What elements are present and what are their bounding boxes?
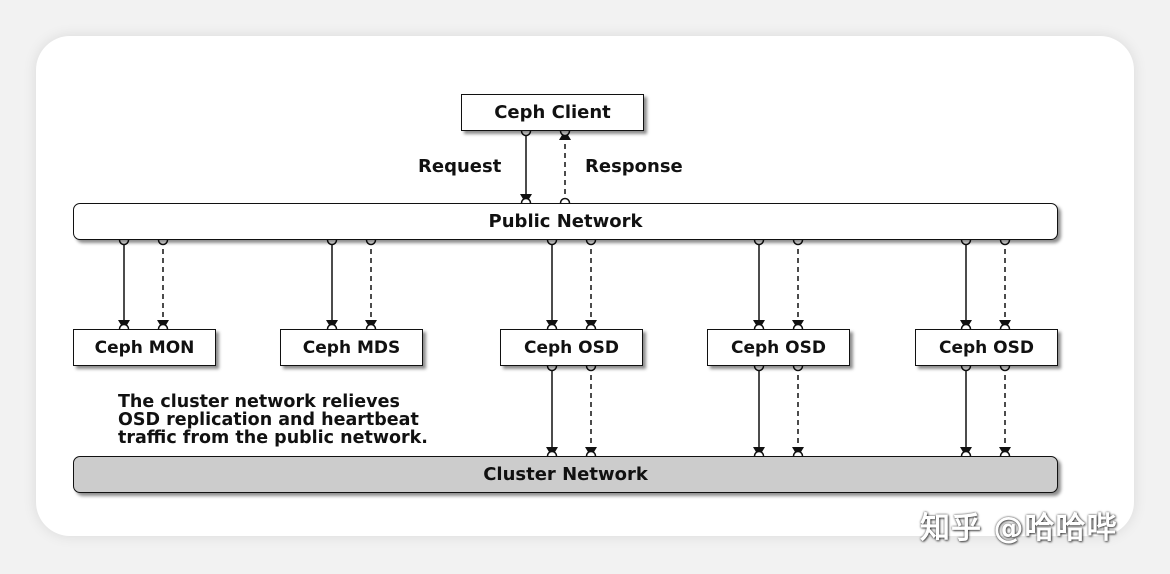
ceph-client-box: Ceph Client — [461, 94, 644, 131]
ceph-osd-label-1: Ceph OSD — [523, 337, 619, 358]
ceph-mon-label: Ceph MON — [94, 337, 195, 358]
ceph-mds-box: Ceph MDS — [280, 329, 423, 366]
public-network-bus: Public Network — [73, 203, 1058, 240]
ceph-mon-box: Ceph MON — [73, 329, 216, 366]
public-network-label: Public Network — [488, 211, 643, 232]
ceph-osd-box-3: Ceph OSD — [915, 329, 1058, 366]
cluster-network-note: The cluster network relieves OSD replica… — [118, 393, 428, 447]
note-line-1: The cluster network relieves — [118, 392, 400, 412]
cluster-network-label: Cluster Network — [483, 464, 648, 485]
note-line-2: OSD replication and heartbeat — [118, 410, 419, 430]
ceph-osd-label-2: Ceph OSD — [730, 337, 826, 358]
ceph-client-label: Ceph Client — [494, 102, 611, 123]
response-label: Response — [585, 156, 683, 177]
request-label: Request — [418, 156, 502, 177]
ceph-osd-label-3: Ceph OSD — [938, 337, 1034, 358]
ceph-mds-label: Ceph MDS — [302, 337, 401, 358]
ceph-osd-box-1: Ceph OSD — [500, 329, 643, 366]
watermark: 知乎 @哈哈哔 — [920, 511, 1118, 546]
connector-lines — [118, 130, 1011, 457]
ceph-osd-box-2: Ceph OSD — [707, 329, 850, 366]
note-line-3: traffic from the public network. — [118, 428, 428, 448]
cluster-network-bus: Cluster Network — [73, 456, 1058, 493]
